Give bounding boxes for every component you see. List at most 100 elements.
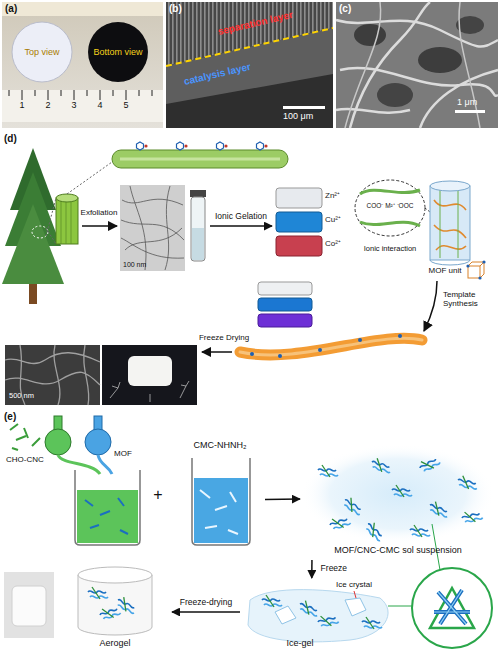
cnc-crystals	[10, 424, 40, 450]
mof-template-cylinder	[430, 181, 470, 265]
sol-suspension: MOF/CNC-CMC sol suspension	[300, 444, 496, 560]
ice-gel-drawing	[248, 590, 388, 642]
edge-label: Freeze	[319, 564, 349, 574]
mof-coated-fiber	[250, 352, 254, 356]
sem-image: 1 μm	[336, 2, 498, 128]
aerogel-photo	[128, 356, 172, 386]
tem-image: 100 nm	[120, 183, 210, 273]
figure-panel: (e)CMC-NHNH₂MOF/CNC-CMC sol suspensionIc…	[2, 410, 498, 650]
beaker: CMC-NHNH₂	[175, 440, 265, 548]
ice-gel-drawing	[317, 612, 339, 629]
ruler-number: 3	[71, 100, 76, 110]
process-arrow	[265, 498, 300, 500]
mof-coated-fiber	[240, 334, 422, 358]
node-text: (b)	[169, 3, 182, 15]
mof-coated-fiber	[398, 334, 402, 338]
sem-network	[336, 2, 498, 128]
aerogel-photo	[4, 572, 54, 638]
mof-unit-cube	[466, 260, 485, 279]
ruler-number: 2	[45, 100, 50, 110]
node-text: Co²⁺	[325, 239, 341, 248]
sem-network	[354, 24, 386, 46]
tem-image	[121, 186, 184, 270]
node-text: Cu²⁺	[325, 215, 341, 224]
vial-photos-mof	[258, 298, 312, 311]
sem-network	[345, 2, 480, 128]
mof-template-cylinder	[430, 186, 470, 260]
figure-panel: (d)100 nmZn²⁺Cu²⁺Co²⁺COO⁻ M²⁺ ⁻OOCIonic …	[2, 132, 498, 408]
zoom-circle	[434, 590, 470, 624]
node-text: (c)	[339, 3, 351, 15]
fiber-bundle	[61, 200, 71, 244]
step-label: Template Synthesis	[443, 290, 498, 308]
tree-illustration	[2, 148, 64, 304]
cnc-crystals	[10, 424, 40, 450]
vial-photos-mof	[258, 282, 312, 327]
sol-cloud	[342, 496, 365, 516]
ice-gel-drawing	[248, 590, 388, 642]
step-label: Exfoliation	[81, 208, 118, 217]
step-label: Freeze Drying	[199, 333, 249, 342]
sol-cloud	[428, 500, 451, 518]
node-text: separation layer	[217, 9, 294, 37]
node-text: Ionic interaction	[364, 245, 417, 254]
ruler-number: 5	[123, 100, 128, 110]
mof-template-cylinder	[430, 260, 470, 265]
node-text: Top view	[24, 47, 59, 57]
mof-template-cylinder	[430, 181, 470, 191]
sol-cloud	[457, 475, 479, 490]
sol-cloud	[364, 520, 387, 542]
mof-coated-fiber	[318, 348, 322, 352]
sol-cloud	[328, 513, 351, 531]
sol-cloud	[370, 457, 392, 474]
zoom-circle	[412, 568, 492, 648]
nanofiber	[112, 150, 288, 168]
beaker-green	[75, 470, 140, 545]
vial-photos	[276, 236, 322, 256]
node-text: catalysis layer	[183, 61, 252, 88]
sem-network	[418, 47, 462, 73]
process-arrow	[311, 560, 313, 578]
process-arrow	[172, 611, 240, 613]
tem-image	[120, 185, 206, 271]
flasks	[94, 416, 102, 430]
ionic-zoom	[360, 190, 420, 194]
ionic-zoom: COO⁻ M²⁺ ⁻OOCIonic interaction	[354, 174, 426, 260]
ice-gel-drawing	[298, 599, 321, 617]
mof-unit-cube	[482, 260, 485, 263]
photo-membrane	[2, 2, 163, 128]
mof-template-cylinder	[440, 190, 458, 258]
figure-panel: (b)separation layercatalysis layer100 μm	[166, 2, 333, 128]
node-text: CMC-NHNH₂	[194, 440, 247, 450]
sem-porous	[5, 345, 100, 405]
aerogel-drawing	[98, 603, 121, 621]
tree-illustration	[2, 204, 64, 284]
node-text: 1 μm	[457, 97, 477, 107]
sol-cloud	[301, 444, 495, 544]
edge-label: Freeze-drying	[178, 598, 234, 608]
beaker-blue	[194, 478, 248, 543]
aerogel: Aerogel	[58, 562, 172, 650]
ice-gel-drawing	[354, 591, 356, 598]
node-text: Zn²⁺	[325, 191, 340, 200]
tem-image	[192, 228, 204, 260]
sem-cross-section	[166, 28, 333, 66]
aerogel-photo	[4, 572, 54, 638]
mof-unit-cube	[466, 264, 469, 267]
mof-coated-fiber	[240, 338, 422, 355]
process-arrow	[210, 225, 272, 227]
process-arrow	[202, 351, 232, 353]
fiber-bundle	[46, 162, 112, 244]
component-label: MOF unit	[429, 266, 462, 275]
aerogel-drawing	[115, 595, 138, 614]
aerogel-drawing	[78, 567, 152, 583]
tem-image	[191, 197, 205, 261]
flasks	[98, 455, 112, 474]
beaker-green	[85, 498, 128, 534]
photo-membrane	[2, 2, 163, 128]
nanofiber	[217, 142, 228, 150]
beaker-green	[77, 490, 138, 543]
flasks	[58, 455, 100, 474]
photo-membrane	[9, 90, 152, 100]
